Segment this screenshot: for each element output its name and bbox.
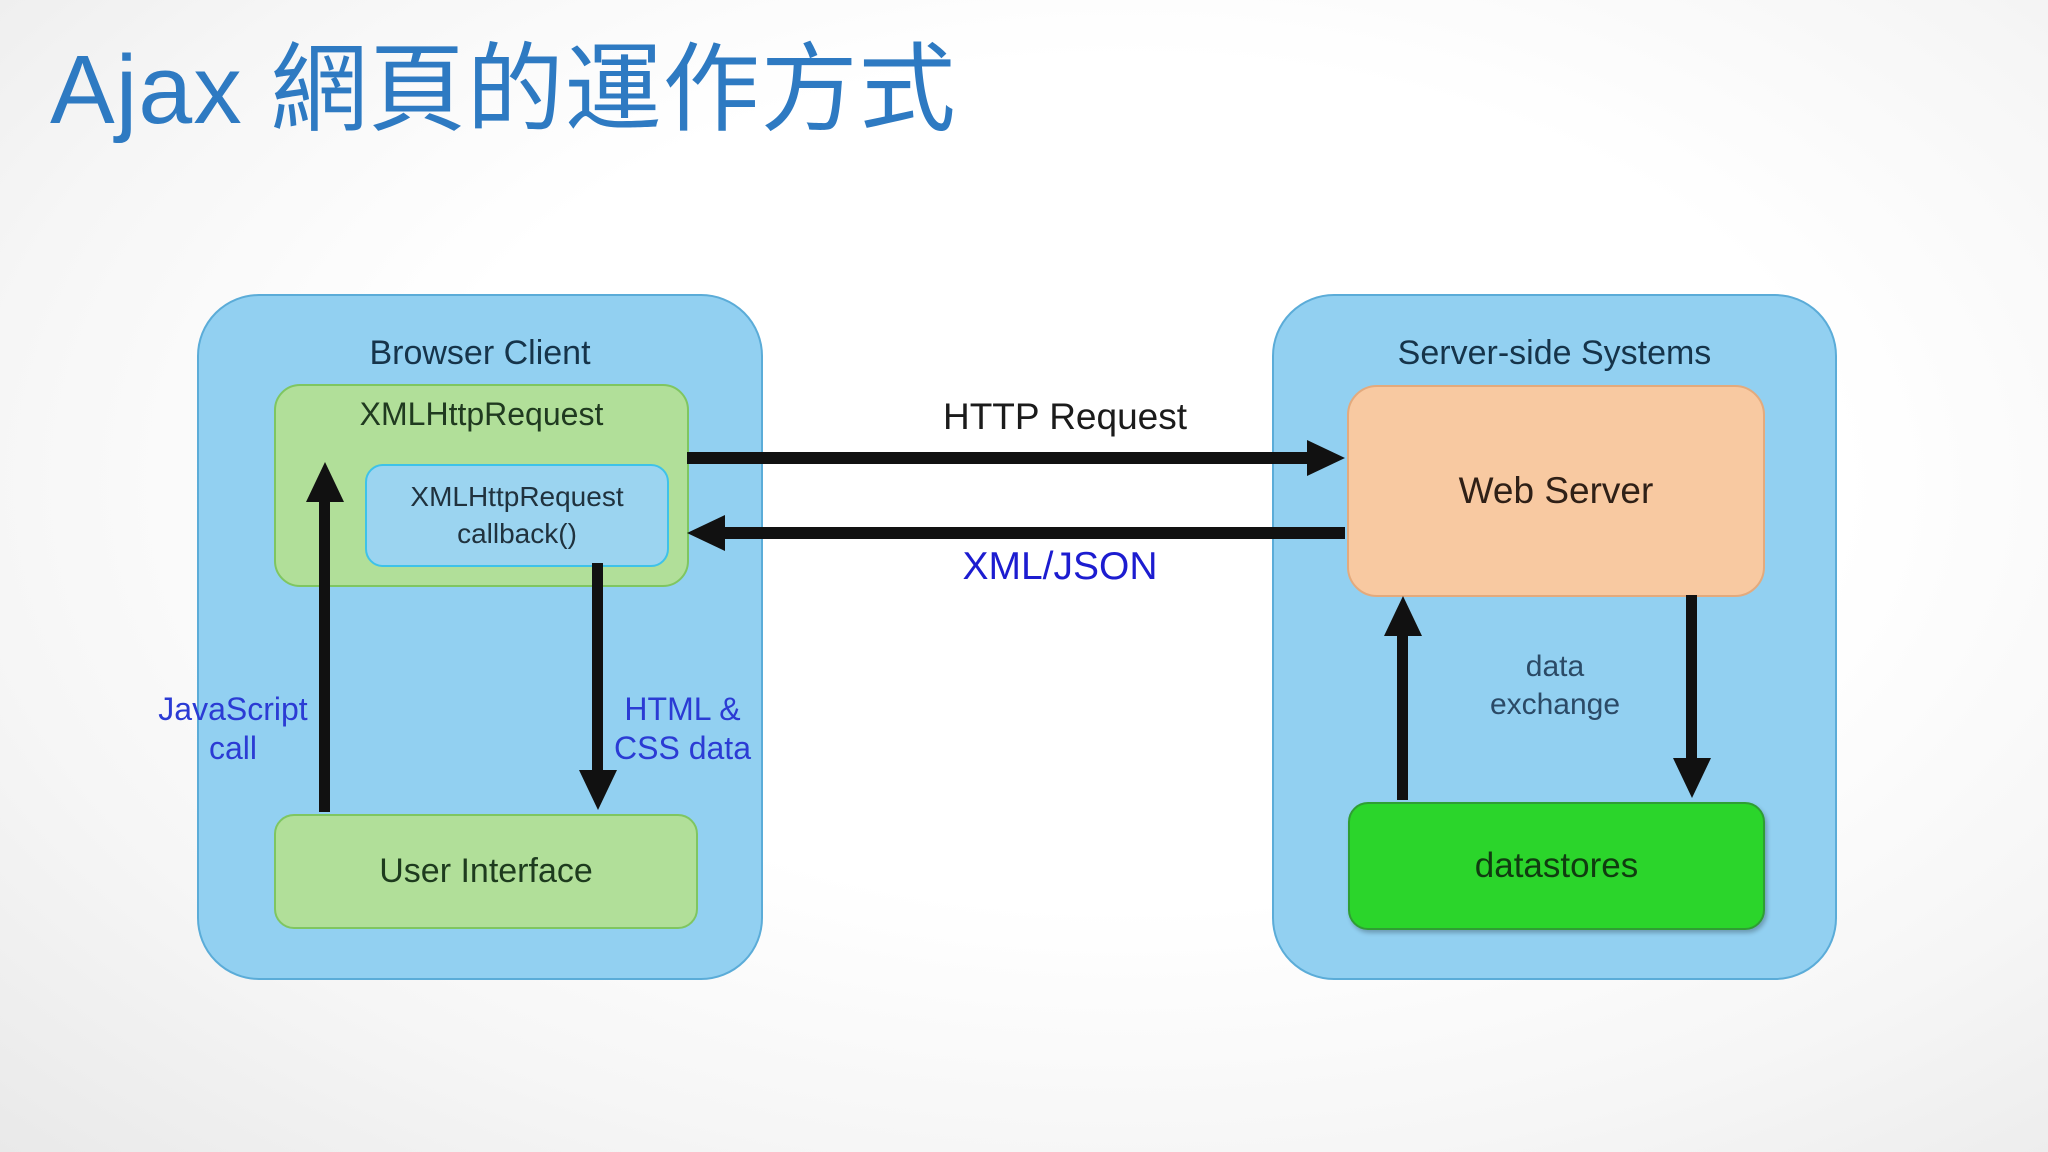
xml-json-label: XML/JSON [962, 545, 1158, 588]
javascript-call-line2: call [208, 730, 257, 767]
html-css-data-arrow-shaft [592, 563, 603, 771]
javascript-call-arrow-head [306, 462, 344, 502]
data-exchange-down-arrow-head [1673, 758, 1711, 798]
xml-json-arrow-shaft [725, 527, 1345, 539]
xml-json-arrow-head [687, 515, 725, 551]
html-css-data-label: HTML & CSS data [575, 690, 790, 768]
browser-client-label: Browser Client [369, 334, 591, 372]
web-server-label: Web Server [1458, 470, 1654, 511]
http-request-label: HTTP Request [942, 396, 1188, 437]
javascript-call-arrow-shaft [319, 500, 330, 812]
data-exchange-down-arrow-shaft [1686, 595, 1697, 760]
web-server-box: Web Server [1347, 385, 1765, 597]
javascript-call-label: JavaScript call [128, 690, 338, 768]
data-exchange-up-arrow-shaft [1397, 634, 1408, 800]
xmlhttprequest-label: XMLHttpRequest [359, 396, 604, 432]
http-request-arrow-head [1307, 440, 1345, 476]
data-exchange-up-arrow-head [1384, 596, 1422, 636]
javascript-call-line1: JavaScript [158, 691, 308, 727]
http-request-arrow-shaft [687, 452, 1309, 464]
callback-line2: callback() [457, 517, 577, 549]
html-css-line2: CSS data [614, 730, 751, 767]
data-exchange-line2: exchange [1489, 687, 1621, 721]
html-css-data-arrow-head [579, 770, 617, 810]
xmlhttprequest-box: XMLHttpRequest XMLHttpRequest callback() [274, 384, 689, 587]
browser-client-box: Browser Client XMLHttpRequest XMLHttpReq… [197, 294, 763, 980]
server-side-systems-box: Server-side Systems Web Server datastore… [1272, 294, 1837, 980]
html-css-line1: HTML & [624, 691, 741, 727]
server-side-systems-label: Server-side Systems [1397, 334, 1712, 372]
data-exchange-label: data exchange [1455, 648, 1655, 723]
user-interface-label: User Interface [379, 852, 593, 890]
slide-title: Ajax 網頁的運作方式 [50, 35, 957, 144]
callback-line1: XMLHttpRequest [410, 481, 624, 513]
datastores-box: datastores [1348, 802, 1765, 930]
user-interface-box: User Interface [274, 814, 698, 929]
datastores-label: datastores [1474, 846, 1639, 885]
data-exchange-line1: data [1525, 650, 1585, 683]
xmlhttprequest-callback-box: XMLHttpRequest callback() [365, 464, 669, 567]
